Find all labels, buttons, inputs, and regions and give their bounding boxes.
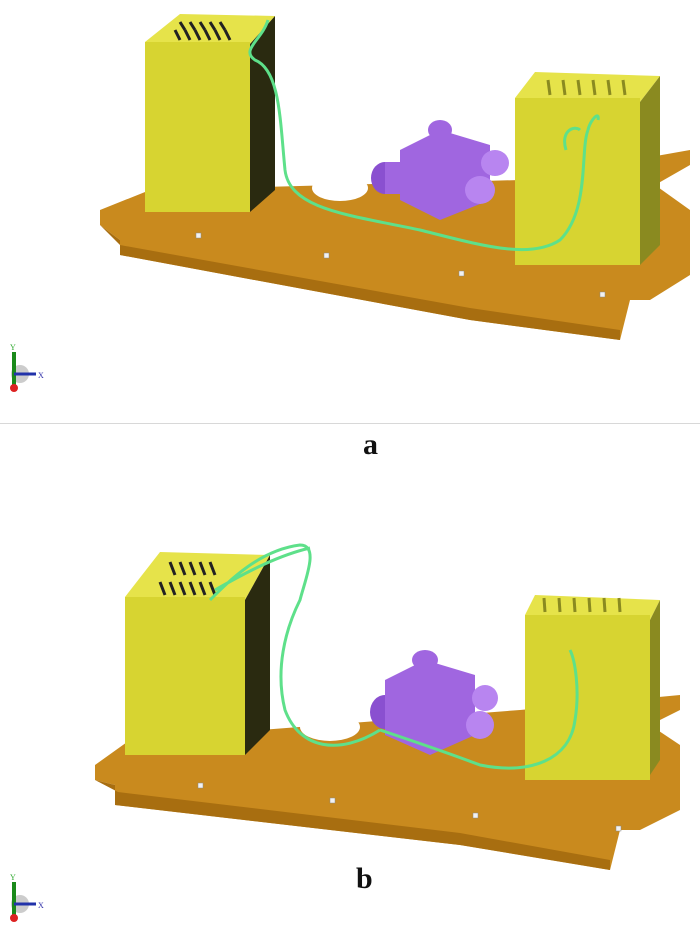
panel-b: Y X [0, 500, 700, 928]
scene-b-render: Y X [10, 543, 680, 922]
svg-text:Y: Y [10, 873, 16, 882]
left-box [145, 14, 275, 212]
svg-text:Y: Y [10, 343, 16, 352]
panel-label-b: b [356, 862, 373, 895]
svg-text:X: X [38, 901, 44, 910]
panel-divider [0, 423, 700, 424]
axis-triad: Y X [10, 873, 44, 922]
wire [248, 19, 600, 252]
purple-connector [370, 650, 498, 755]
purple-connector [371, 120, 509, 220]
right-box [525, 595, 660, 780]
wire [208, 543, 579, 770]
board-hole [312, 175, 368, 201]
axis-triad: Y X [10, 343, 44, 392]
left-box [125, 552, 270, 755]
scene-a-render: Y X [10, 14, 690, 392]
panel-label-a: a [363, 428, 378, 461]
right-box [515, 72, 660, 265]
board-hole [300, 713, 360, 741]
panel-a: Y X [0, 0, 700, 420]
svg-text:X: X [38, 371, 44, 380]
